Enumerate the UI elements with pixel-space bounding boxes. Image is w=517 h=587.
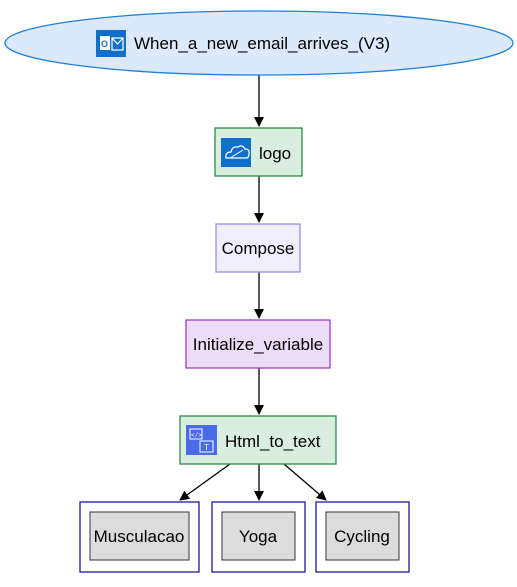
action-node-html-to-text[interactable]: </> T Html_to_text	[179, 415, 337, 465]
connectors	[179, 75, 327, 501]
action-label-logo: logo	[259, 144, 291, 163]
action-label-initialize-variable: Initialize_variable	[193, 335, 323, 354]
svg-text:O: O	[101, 39, 108, 49]
branch-label-musculacao: Musculacao	[94, 527, 185, 546]
action-node-compose[interactable]: Compose	[215, 223, 301, 273]
branch-label-cycling: Cycling	[334, 527, 390, 546]
onedrive-icon	[221, 138, 251, 167]
trigger-node[interactable]: O When_a_new_email_arrives_(V3)	[4, 10, 514, 76]
branch-label-yoga: Yoga	[239, 527, 278, 546]
edge-html-musculacao	[179, 463, 231, 501]
branch-yoga[interactable]: Yoga	[211, 501, 306, 573]
trigger-label: When_a_new_email_arrives_(V3)	[134, 34, 390, 53]
outlook-icon: O	[96, 30, 126, 57]
action-label-html-to-text: Html_to_text	[225, 432, 321, 451]
branch-cycling[interactable]: Cycling	[315, 501, 410, 573]
action-label-compose: Compose	[222, 239, 295, 258]
html-converter-icon: </> T	[186, 425, 217, 455]
branch-musculacao[interactable]: Musculacao	[79, 501, 200, 573]
svg-text:T: T	[204, 443, 209, 452]
action-node-initialize-variable[interactable]: Initialize_variable	[185, 319, 331, 369]
svg-text:</>: </>	[191, 432, 202, 439]
edge-html-cycling	[283, 463, 327, 501]
action-node-logo[interactable]: logo	[214, 127, 303, 177]
